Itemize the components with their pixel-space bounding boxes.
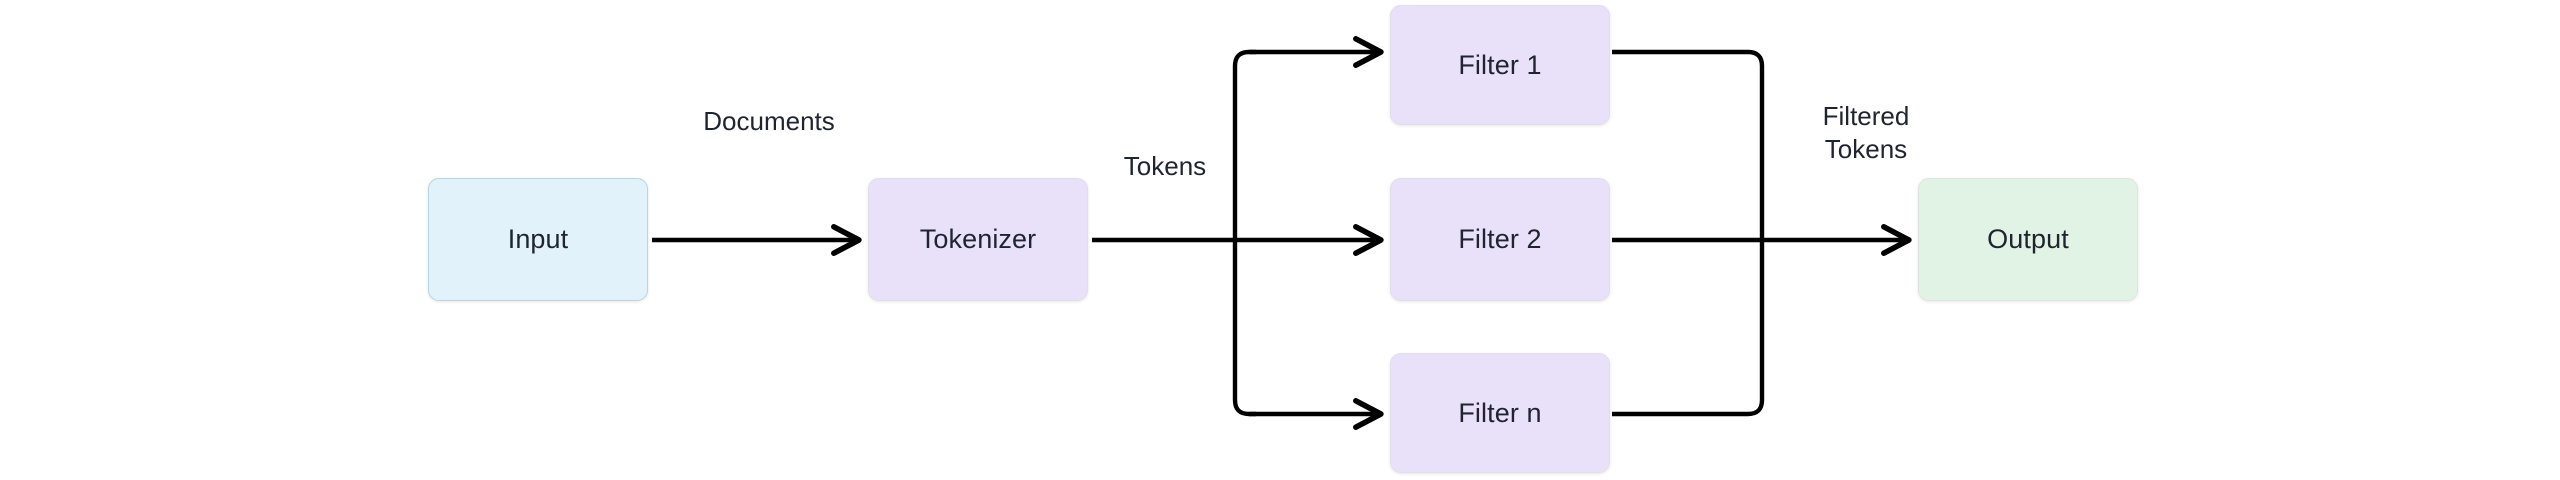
node-output-label: Output bbox=[1987, 224, 2069, 254]
edge-label-documents: Documents bbox=[703, 106, 835, 136]
node-filter-1-label: Filter 1 bbox=[1458, 49, 1542, 80]
node-tokenizer-label: Tokenizer bbox=[919, 224, 1037, 254]
edge-fanout-trunk-upper bbox=[1232, 49, 1256, 240]
edge-fanout-trunk-lower bbox=[1232, 240, 1256, 417]
node-filter-n-label: Filter n bbox=[1458, 397, 1542, 428]
edge-filter1-to-merge bbox=[1612, 49, 1765, 240]
node-filter-1[interactable]: Filter 1 bbox=[1390, 5, 1610, 125]
node-tokenizer[interactable]: Tokenizer bbox=[868, 178, 1088, 301]
node-filter-2[interactable]: Filter 2 bbox=[1390, 178, 1610, 301]
edge-filtern-to-merge bbox=[1612, 240, 1765, 417]
node-input[interactable]: Input bbox=[428, 178, 648, 301]
node-filter-n[interactable]: Filter n bbox=[1390, 353, 1610, 473]
edge-label-filtered-tokens: Filtered Tokens bbox=[1822, 101, 1910, 165]
edge-label-tokens: Tokens bbox=[1123, 151, 1207, 181]
node-input-label: Input bbox=[507, 224, 569, 254]
node-output[interactable]: Output bbox=[1918, 178, 2138, 301]
node-filter-2-label: Filter 2 bbox=[1458, 224, 1542, 254]
